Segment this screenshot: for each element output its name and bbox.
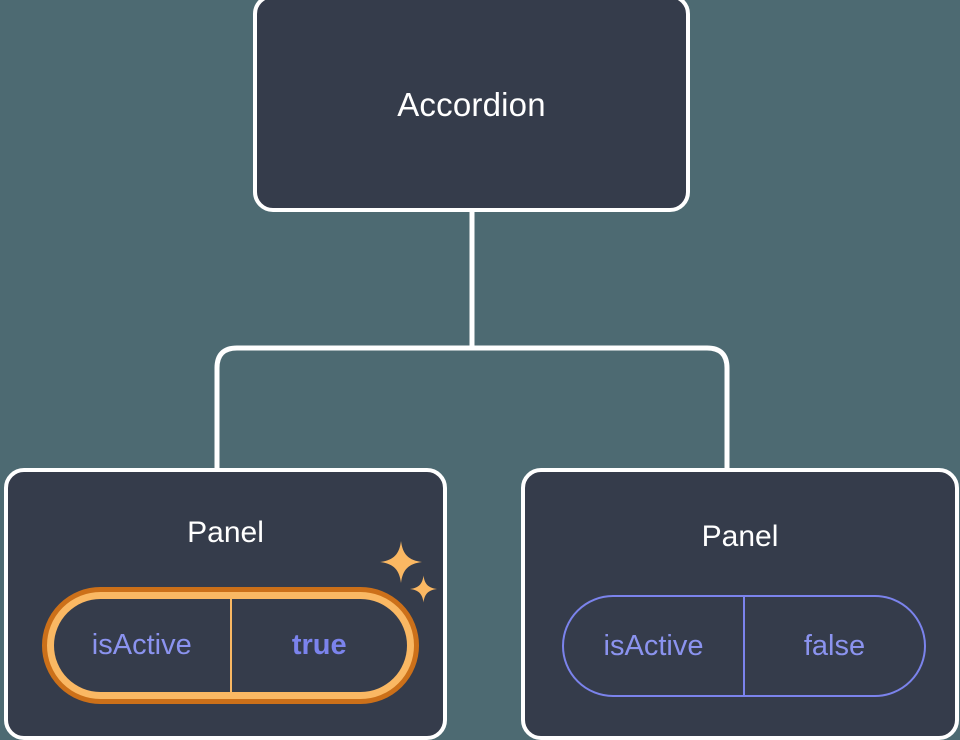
node-panel-active[interactable]: Panel isActive true	[4, 468, 447, 740]
node-accordion[interactable]: Accordion	[253, 0, 690, 212]
prop-value: true	[229, 599, 408, 692]
prop-pill-isactive-true[interactable]: isActive true	[42, 587, 419, 704]
prop-pill-isactive-false[interactable]: isActive false	[562, 595, 926, 697]
node-accordion-label: Accordion	[397, 86, 546, 123]
prop-key: isActive	[91, 629, 192, 661]
node-panel-active-label: Panel	[187, 516, 264, 549]
prop-pill-inner: isActive true	[54, 599, 407, 692]
node-panel-inactive[interactable]: Panel isActive false	[521, 468, 959, 740]
prop-value: false	[743, 597, 924, 695]
prop-key: isActive	[603, 629, 704, 662]
connector-branch-bus	[214, 345, 730, 468]
node-panel-inactive-label: Panel	[701, 520, 779, 553]
